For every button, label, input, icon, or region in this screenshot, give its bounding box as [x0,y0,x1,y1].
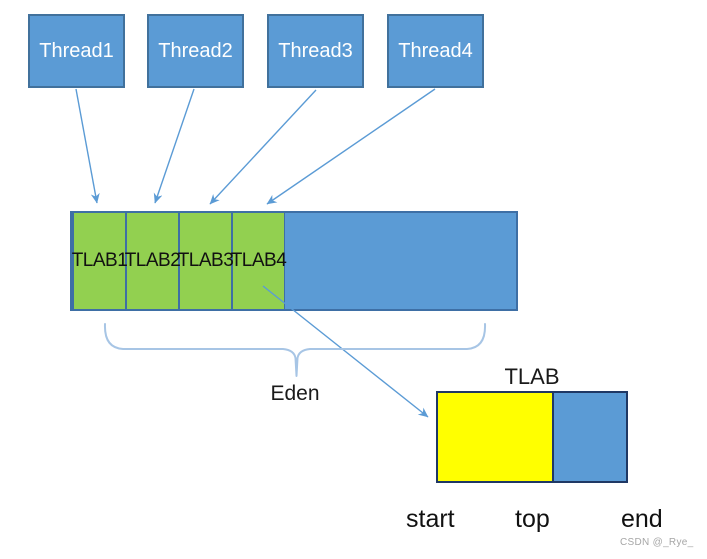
tlab4-label: TLAB4 [230,250,287,271]
tlab3-block: TLAB3 [177,213,234,309]
tlab-strip: TLAB1 TLAB2 TLAB3 TLAB4 [71,213,287,309]
pointer-label-end: end [621,505,663,533]
pointer-label-start: start [406,505,455,533]
thread4-label: Thread4 [398,39,473,62]
tlab3-label: TLAB3 [177,250,234,271]
eden-brace [103,323,487,377]
eden-label: Eden [270,382,320,405]
thread3-box: Thread3 [267,14,364,88]
arrow-thread2-to-tlab2 [153,88,195,204]
csdn-watermark: CSDN @_Rye_ [620,537,694,548]
pointer-label-top: top [515,505,550,533]
arrow-thread4-to-tlab4 [266,88,436,205]
tlab-detail-box [436,391,628,483]
arrow-thread3-to-tlab3 [209,89,317,205]
tlab-allocated-region [438,393,552,481]
tlab4-block: TLAB4 [230,213,287,309]
tlab2-label: TLAB2 [124,250,181,271]
thread3-label: Thread3 [278,39,353,62]
thread2-box: Thread2 [147,14,244,88]
thread2-label: Thread2 [158,39,233,62]
tlab-detail-title: TLAB [504,364,560,389]
tlab2-block: TLAB2 [124,213,181,309]
arrow-thread1-to-tlab1 [75,88,100,204]
tlab1-block: TLAB1 [71,213,128,309]
thread4-box: Thread4 [387,14,484,88]
thread1-box: Thread1 [28,14,125,88]
tlab1-label: TLAB1 [71,250,128,271]
thread1-label: Thread1 [39,39,114,62]
tlab-free-region [552,393,626,481]
eden-region-rect: TLAB1 TLAB2 TLAB3 TLAB4 [70,211,518,311]
